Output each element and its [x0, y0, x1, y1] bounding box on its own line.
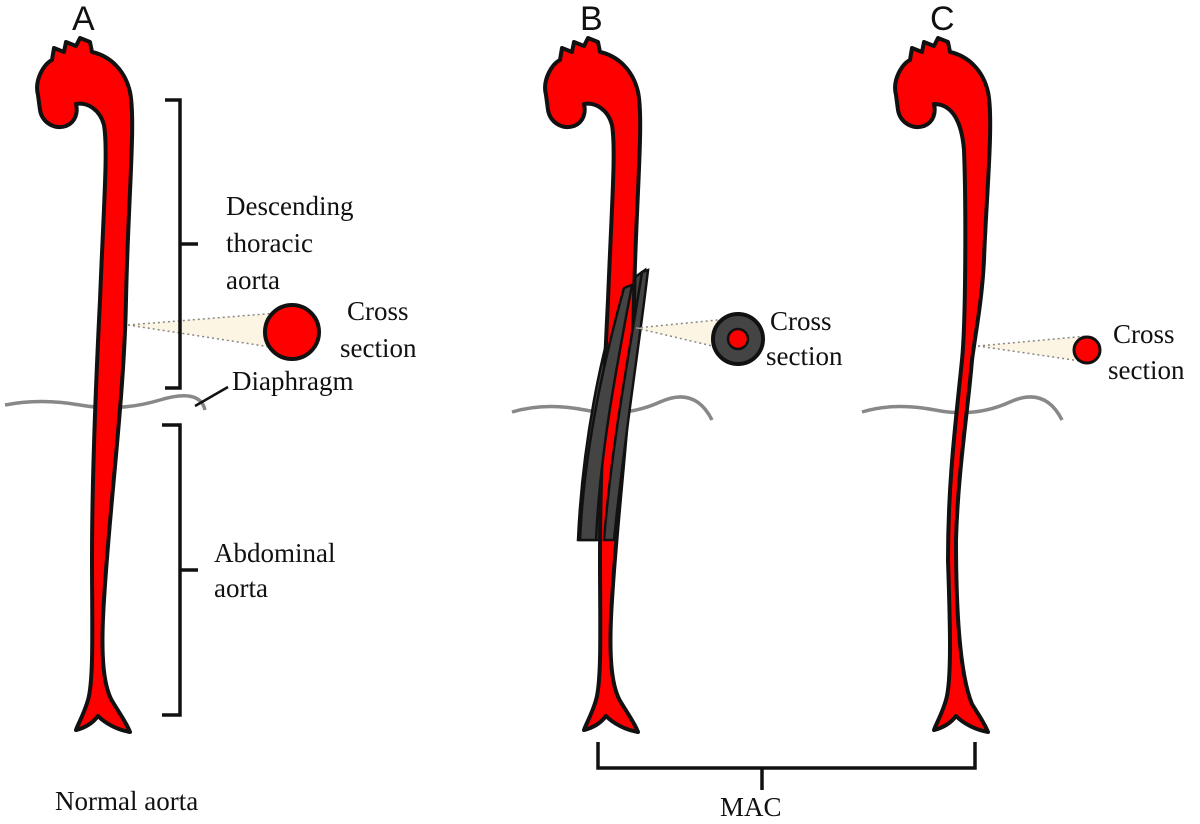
cross-section-ray-c-top	[977, 335, 1088, 347]
panel-normal-aorta: A Cross section Descending thoracic aort…	[4, 0, 417, 816]
cross-section-ray-a-top	[127, 311, 291, 326]
cross-section-label-b-1: Cross	[770, 306, 832, 336]
cross-section-label-c-2: section	[1108, 355, 1185, 385]
descending-label-2: thoracic	[226, 228, 313, 258]
cross-section-narrowed	[1072, 335, 1102, 365]
mac-label: MAC	[720, 792, 782, 822]
calcification-strip-right	[602, 268, 650, 542]
descending-label-3: aorta	[226, 265, 280, 295]
cross-section-calcified-lumen	[726, 327, 750, 351]
cross-section-label-a-1: Cross	[347, 296, 409, 326]
panel-letter-b: B	[580, 0, 603, 38]
cross-section-label-b-2: section	[766, 341, 843, 371]
cross-section-label-a-2: section	[340, 333, 417, 363]
abdominal-label-2: aorta	[214, 573, 268, 603]
cross-section-normal	[263, 303, 321, 361]
descending-thoracic-bracket	[165, 98, 198, 390]
mac-bracket	[596, 742, 977, 790]
normal-aorta-caption: Normal aorta	[55, 786, 198, 816]
cross-section-ray-c-bottom	[977, 345, 1088, 363]
panel-letter-c: C	[930, 0, 955, 38]
aorta-narrowed	[893, 36, 993, 734]
abdominal-label-1: Abdominal	[214, 538, 336, 568]
cross-section-ray-a-bottom	[127, 324, 291, 351]
cross-section-cone-c	[978, 336, 1087, 362]
panel-calcified-aorta: B Cross section	[511, 0, 843, 734]
diaphragm-label: Diaphragm	[232, 366, 353, 396]
cross-section-cone-a	[128, 312, 290, 350]
descending-label-1: Descending	[226, 191, 353, 221]
panel-letter-a: A	[72, 0, 95, 38]
aorta-normal	[35, 36, 135, 734]
abdominal-bracket	[162, 423, 198, 717]
panel-narrowed-aorta: C Cross section	[861, 0, 1185, 734]
diaphragm-pointer	[194, 385, 229, 408]
calcification-strip-left	[578, 283, 634, 542]
diaphragm-line-c	[861, 395, 1064, 421]
cross-section-label-c-1: Cross	[1113, 319, 1175, 349]
